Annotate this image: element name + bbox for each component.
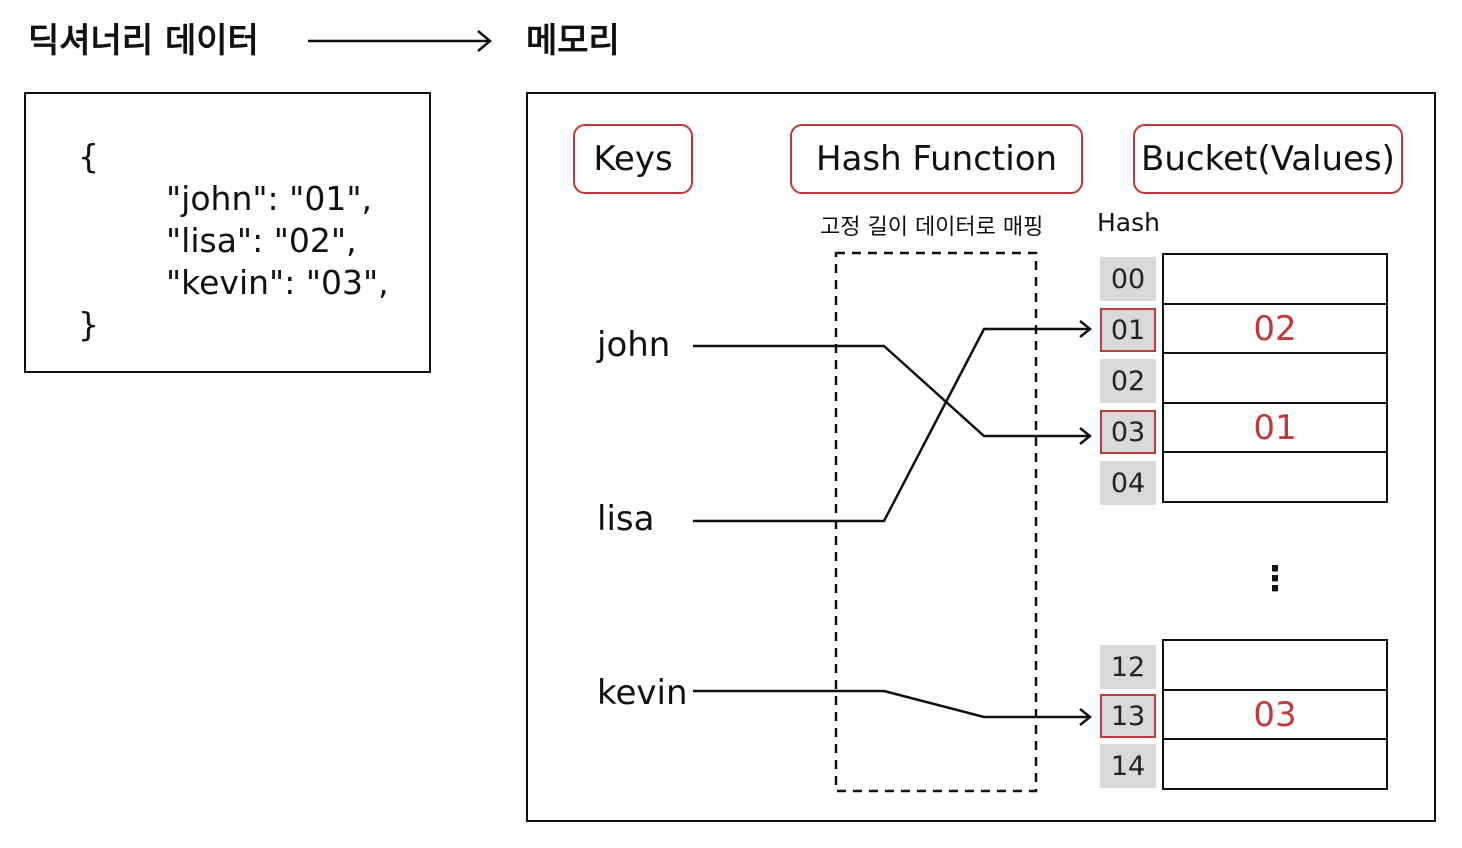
memory-heading: 메모리 [526, 21, 620, 61]
bucket-row-04 [1162, 451, 1388, 503]
hash-cell-01: 01 [1100, 308, 1156, 352]
bucket-row-13: 03 [1162, 688, 1388, 741]
hash-cell-12: 12 [1100, 645, 1156, 689]
bucket-header: Bucket(Values) [1133, 124, 1403, 194]
code-line-john: "john": "01", [166, 179, 372, 218]
hash-column-label: Hash [1097, 208, 1160, 237]
hash-function-caption: 고정 길이 데이터로 매핑 [820, 215, 1044, 240]
bucket-row-01: 02 [1162, 302, 1388, 355]
hash-cell-14: 14 [1100, 744, 1156, 788]
code-close-brace: } [78, 305, 99, 344]
bucket-group-1: 02 01 [1162, 253, 1388, 503]
code-open-brace: { [78, 137, 99, 176]
ellipsis: ⋮ [1258, 559, 1292, 599]
bucket-group-2: 03 [1162, 639, 1388, 790]
hash-cell-02: 02 [1100, 359, 1156, 403]
hash-cell-00: 00 [1100, 257, 1156, 301]
key-kevin: kevin [597, 673, 688, 713]
memory-box [526, 92, 1436, 822]
key-lisa: lisa [597, 499, 655, 539]
hash-cell-13: 13 [1100, 694, 1156, 738]
code-line-kevin: "kevin": "03", [166, 263, 389, 302]
hash-cell-04: 04 [1100, 461, 1156, 505]
bucket-row-03: 01 [1162, 401, 1388, 454]
bucket-row-14 [1162, 738, 1388, 790]
bucket-row-00 [1162, 253, 1388, 305]
code-line-lisa: "lisa": "02", [166, 221, 357, 260]
keys-header: Keys [573, 124, 693, 194]
hash-cell-03: 03 [1100, 410, 1156, 454]
hash-function-header: Hash Function [790, 124, 1083, 194]
dictionary-box: { "john": "01", "lisa": "02", "kevin": "… [24, 92, 431, 373]
bucket-row-12 [1162, 639, 1388, 691]
dictionary-heading: 딕셔너리 데이터 [28, 21, 259, 61]
bucket-row-02 [1162, 352, 1388, 404]
key-john: john [597, 325, 671, 365]
